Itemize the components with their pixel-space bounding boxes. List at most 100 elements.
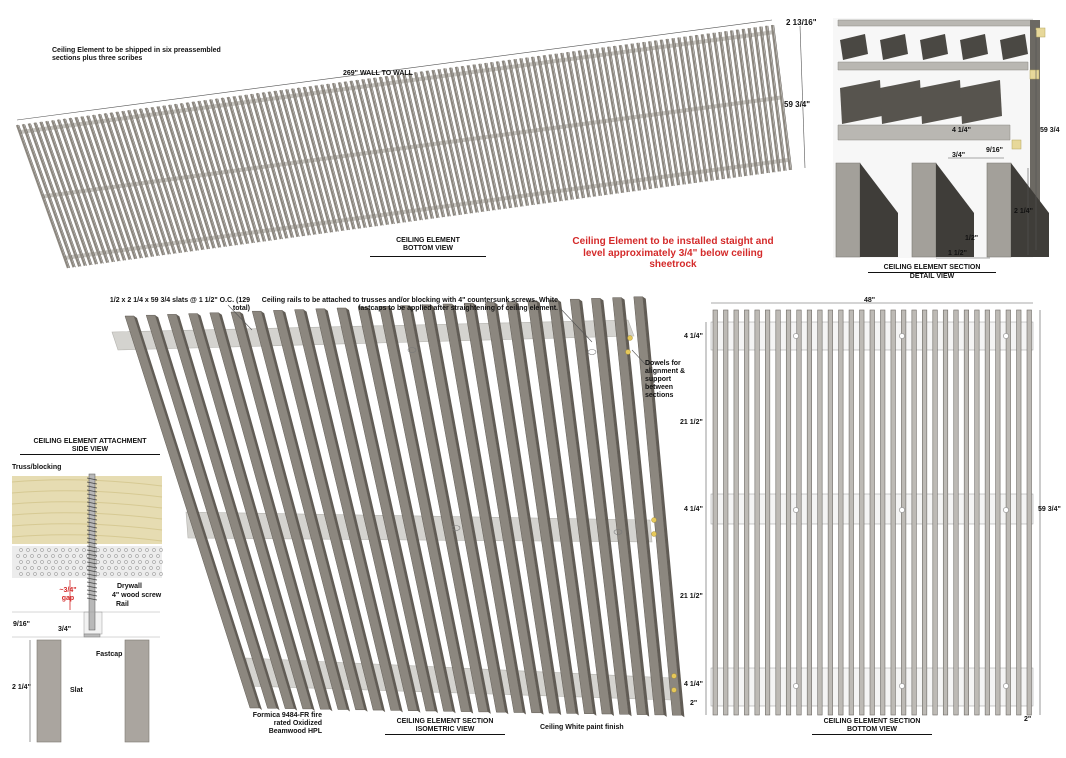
bottom-slat [729,30,752,176]
bottom-slat [642,41,668,187]
section-slat [712,309,718,716]
bottom-slat [402,73,439,219]
detail-rail [837,61,1029,71]
bottom-slat [261,92,305,237]
slats-note: 1/2 x 2 1/4 x 59 3/4 slats @ 1 1/2" O.C.… [109,297,250,313]
drywall-texture [58,566,62,570]
bottom-slat-edge [668,38,692,184]
drywall-texture [110,560,114,564]
section-slat [974,309,980,716]
section-screw-hole [1003,333,1009,339]
drywall-texture [159,548,163,552]
drywall-texture [138,548,142,552]
bottom-slat [507,59,540,205]
iso-slat-side [197,313,315,711]
screw-thread [86,537,98,541]
bottom-slat [226,96,271,241]
bottom-rail [64,157,790,260]
section-slat [932,309,938,716]
bottom-slat [566,51,596,197]
bottom-slat [291,88,333,233]
section-slat [890,309,896,716]
bottom-slat [314,85,355,230]
end-label-right: 2" [1024,716,1032,723]
iso-slat-side [536,300,597,716]
bottom-slat-edge [270,91,311,236]
bottom-slat-edge [398,74,434,219]
bottom-slat [39,121,92,266]
bottom-slat-edge [299,87,339,232]
bottom-slat [443,68,478,213]
screw-thread [86,525,98,529]
section-slat [806,309,813,716]
bottom-slat-edge [316,85,356,230]
drywall-texture [96,560,100,564]
section-slat [827,309,833,716]
bottom-slat-edge [621,45,647,190]
drywall-texture [44,554,48,558]
section-slat [859,309,865,716]
bottom-slat [92,114,142,259]
detail-slat-far [1000,34,1028,60]
iso-slat-side [218,312,333,712]
drywall-texture [44,566,48,570]
drywall-texture [68,548,72,552]
edge-dimension-label: 2 13/16" [786,18,817,27]
drywall-texture [54,548,58,552]
detail-dowel [1029,69,1040,80]
drywall-texture [30,554,34,558]
bottom-slat-edge [603,47,630,193]
bottom-slat [127,109,176,254]
bottom-slat-edge [194,101,238,246]
bottom-slat [203,99,249,245]
bottom-slat [765,25,786,171]
drywall-texture [152,548,156,552]
section-bottom-subtitle: BOTTOM VIEW [812,726,932,736]
drywall-texture [47,560,51,564]
section-width-label: 48" [864,297,876,304]
bottom-slat-edge [627,44,653,190]
section-screw-hole [1003,507,1009,513]
drywall-texture [117,548,121,552]
iso-view-subtitle: ISOMETRIC VIEW [385,726,505,736]
bottom-slat-edge [375,77,412,222]
drywall-texture [82,548,86,552]
drywall-texture [110,572,114,576]
bottom-slat-edge [71,117,121,262]
bottom-slat-edge [404,73,440,218]
drywall-texture [61,560,65,564]
bottom-slat-edge [451,67,485,212]
drywall-texture [19,548,23,552]
drywall-texture [75,572,79,576]
iso-slat-side [303,309,403,713]
bottom-slat [62,118,114,263]
bottom-slat-edge [258,93,300,237]
detail-dowel [1011,139,1022,150]
bottom-slat [589,48,618,194]
screw-thread [86,493,98,497]
bottom-slat-edge [597,48,625,193]
width-dimension-label: 59 3/4" [784,100,811,109]
bottom-slat-edge [205,100,250,244]
drywall-texture [145,572,149,576]
bottom-slat-edge [556,53,586,199]
drywall-texture [47,572,51,576]
bottom-slat-edge [533,56,563,202]
drywall-texture [96,572,100,576]
bottom-slat-edge [53,120,104,264]
iso-slat-side [261,311,368,712]
bottom-slat [466,65,501,210]
bottom-slat-edge [439,69,474,214]
screw-thread [86,597,98,601]
iso-dowel [625,349,631,355]
screw-shank [88,473,96,631]
bottom-slat [162,105,209,250]
drywall-texture [124,560,128,564]
section-slat [754,309,760,716]
bottom-slat [431,69,467,215]
iso-screw-hole [451,525,461,531]
bottom-slat [688,35,713,181]
bottom-slat [255,92,299,238]
drywall-texture [68,560,72,564]
